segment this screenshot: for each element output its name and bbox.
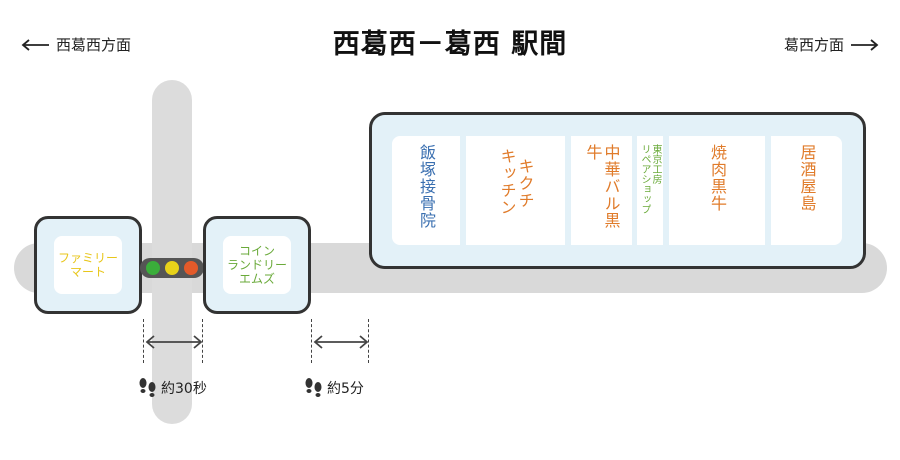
shop-time-label: 約5分	[327, 381, 364, 397]
footprints-icon	[305, 378, 322, 397]
signal-green	[146, 261, 160, 275]
family-mart-line2: マート	[69, 265, 106, 279]
store-repair-shop: リペアショップ 東京工房	[637, 136, 663, 245]
store-chuka-bar: 中華バル黒牛	[571, 136, 632, 245]
crossing-walk-time: 約30秒	[138, 377, 207, 399]
arrow-left-icon	[21, 38, 49, 51]
family-mart-shop: ファミリーマート	[34, 216, 142, 314]
left-direction: 西葛西方面	[20, 34, 131, 55]
double-arrow-icon	[145, 335, 203, 349]
store-yakiniku-label: 焼肉黒牛	[708, 144, 727, 212]
page-title: 西葛西－葛西 駅間	[332, 29, 568, 60]
shop-walk-time: 約5分	[304, 377, 364, 399]
right-direction-label: 葛西方面	[783, 36, 844, 54]
store-repair-line2: 東京工房	[650, 144, 661, 184]
family-mart-line1: ファミリー	[57, 251, 118, 265]
store-izakaya: 居酒屋島	[771, 136, 842, 245]
traffic-light-icon	[140, 258, 204, 278]
arrow-right-icon	[851, 38, 879, 51]
store-kitchen-line1: キッチン	[497, 148, 517, 216]
cross-street	[152, 80, 192, 424]
laundry-label: コイン ランドリー エムズ	[223, 236, 291, 294]
laundry-line2: ランドリー	[226, 258, 287, 272]
dash-line	[368, 319, 369, 363]
store-repair-line1: リペアショップ	[639, 144, 650, 214]
store-kitchen-kikuchi: キッチン キクチ	[466, 136, 565, 245]
laundry-line3: エムズ	[238, 272, 275, 286]
laundry-line1: コイン	[238, 244, 275, 258]
store-yakiniku: 焼肉黒牛	[669, 136, 765, 245]
left-direction-label: 西葛西方面	[56, 36, 132, 54]
store-izakaya-label: 居酒屋島	[797, 144, 817, 212]
store-iizuka: 飯塚接骨院	[392, 136, 460, 245]
right-direction: 葛西方面	[784, 34, 880, 55]
store-iizuka-label: 飯塚接骨院	[417, 144, 436, 229]
dash-line	[202, 319, 203, 363]
store-kitchen-line2: キクチ	[515, 158, 535, 209]
signal-red	[184, 261, 198, 275]
family-mart-label: ファミリーマート	[54, 236, 122, 294]
signal-yellow	[165, 261, 179, 275]
dash-line	[311, 319, 312, 363]
laundry-shop: コイン ランドリー エムズ	[203, 216, 311, 314]
store-chuka-bar-label: 中華バル黒牛	[583, 144, 621, 229]
dash-line	[143, 319, 144, 363]
crossing-time-label: 約30秒	[161, 381, 207, 397]
double-arrow-icon	[313, 335, 369, 349]
footprints-icon	[139, 378, 156, 397]
